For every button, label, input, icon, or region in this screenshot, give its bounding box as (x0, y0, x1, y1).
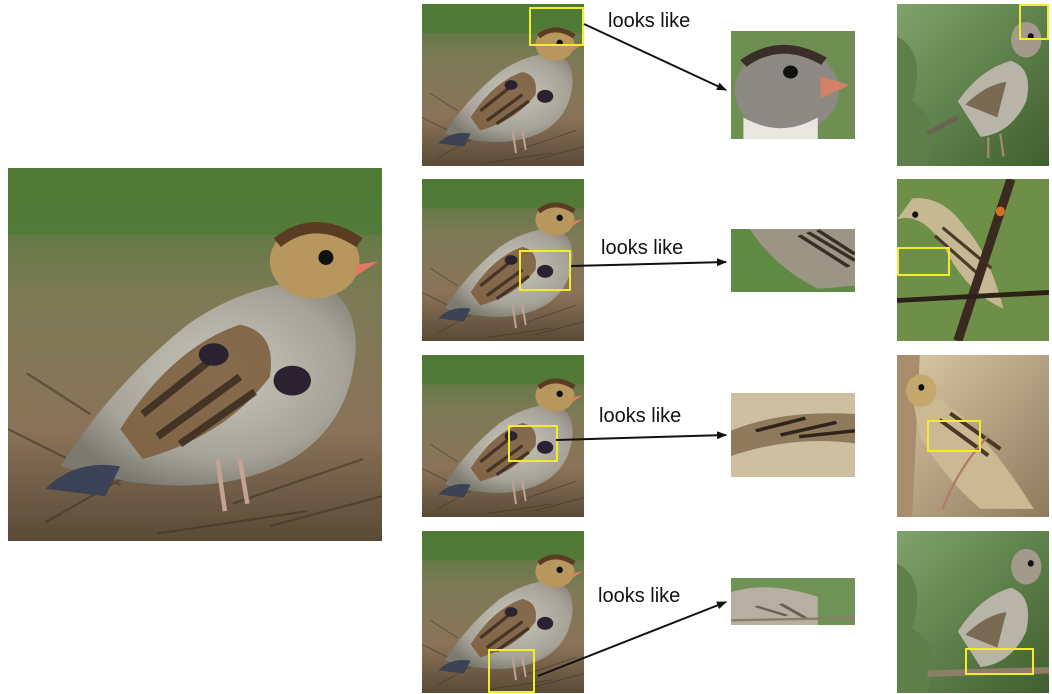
looks-like-label: looks like (598, 585, 680, 608)
prototype-patch-wing (731, 229, 855, 292)
prototype-source-image-4 (897, 531, 1049, 693)
highlight-box (508, 425, 558, 462)
looks-like-label: looks like (601, 237, 683, 260)
looks-like-label: looks like (599, 405, 681, 428)
query-thumb-back (422, 355, 584, 517)
looks-like-label: looks like (608, 10, 690, 33)
highlight-box (488, 649, 535, 693)
highlight-box (927, 420, 980, 452)
prototype-patch-head (731, 31, 855, 139)
query-bird-image (8, 168, 382, 541)
highlight-box (529, 7, 584, 46)
highlight-box (897, 247, 950, 276)
prototype-source-image-1 (897, 4, 1049, 166)
arrow-head (584, 24, 726, 90)
highlight-box (1019, 4, 1049, 40)
prototype-source-image-2 (897, 179, 1049, 341)
prototype-patch-back (731, 393, 855, 477)
arrow-wing (571, 262, 726, 266)
query-thumb-head (422, 4, 584, 166)
query-thumb-feet (422, 531, 584, 693)
prototype-source-image-3 (897, 355, 1049, 517)
highlight-box (519, 250, 571, 291)
prototype-patch-feet (731, 578, 855, 625)
query-thumb-wing (422, 179, 584, 341)
highlight-box (965, 648, 1033, 676)
